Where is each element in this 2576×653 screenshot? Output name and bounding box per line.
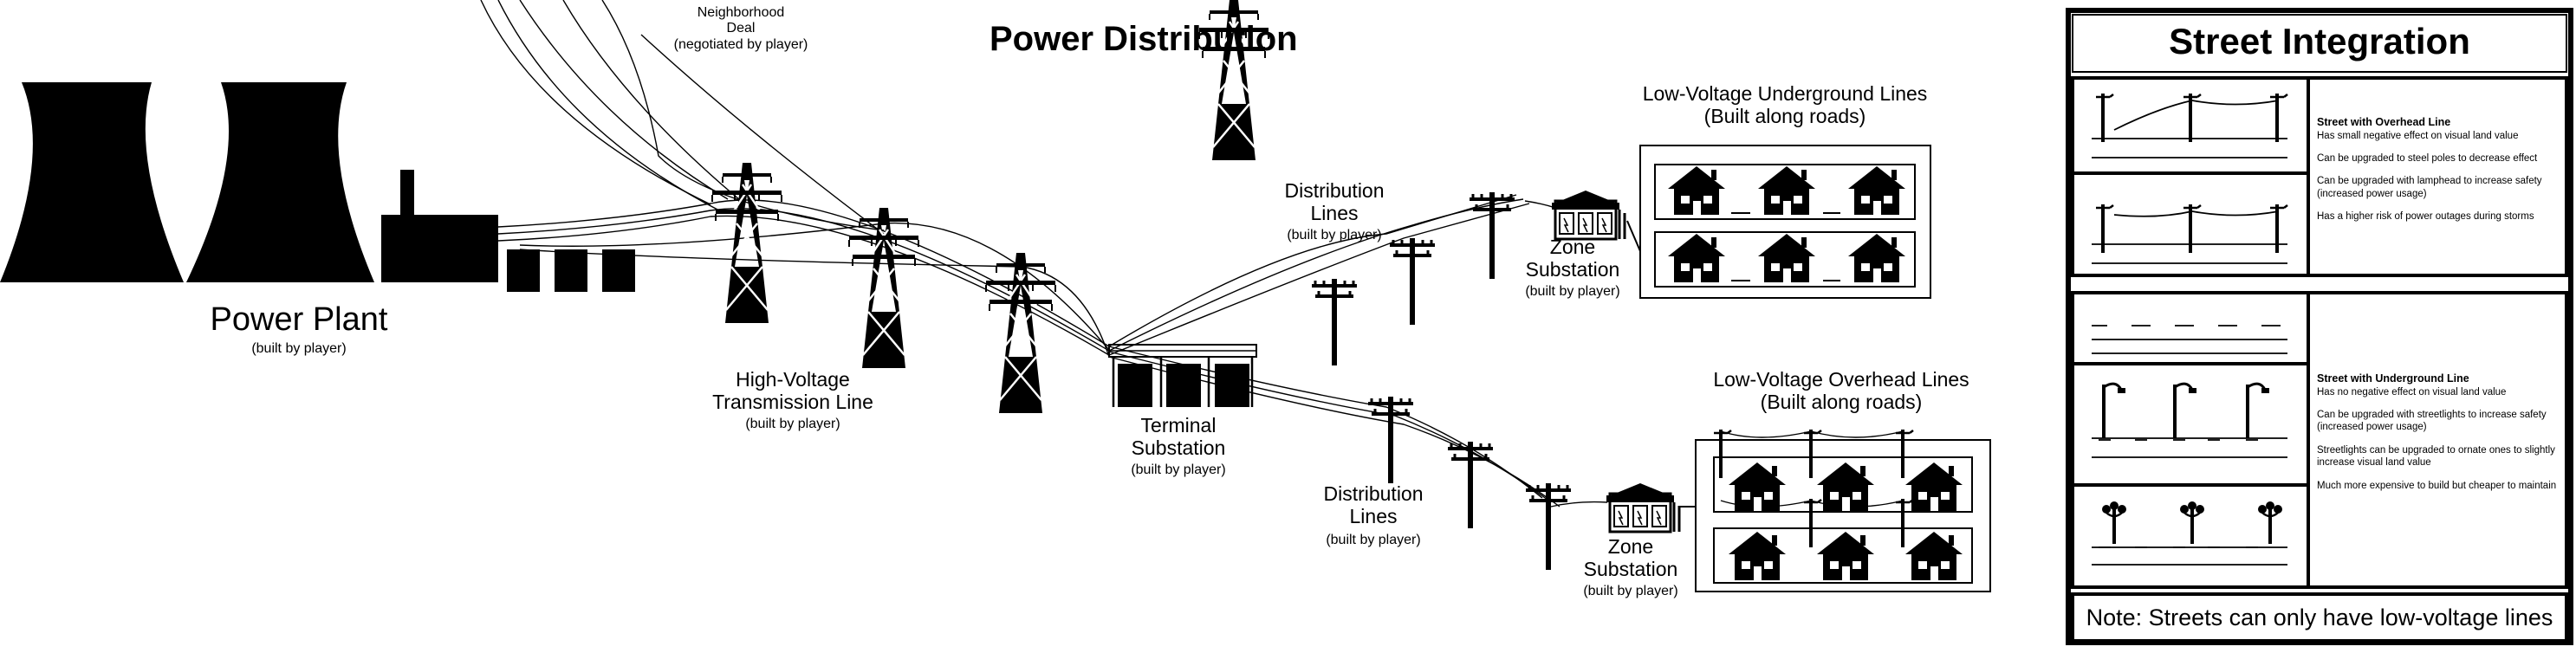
transmission-wires	[480, 0, 1608, 508]
house-icon	[1905, 462, 1963, 511]
underground-heading: Street with Underground Line	[2317, 372, 2469, 385]
house-icon	[1758, 166, 1815, 215]
utility-pole-icon	[1366, 395, 1415, 485]
cooling-tower-icon	[0, 82, 184, 282]
neighborhood-deal-label: Neighborhood Deal (negotiated by player)	[673, 5, 808, 52]
overhead-neighborhood	[1678, 430, 1991, 592]
house-icon	[1729, 532, 1786, 580]
hv-line-sub: (built by player)	[745, 417, 840, 431]
house-icon	[1817, 462, 1874, 511]
zone-substation-top-sub: (built by player)	[1525, 284, 1620, 299]
utility-pole-icon	[1802, 497, 1823, 549]
street-integration-panel	[2066, 8, 2573, 645]
transmission-tower-icon	[847, 206, 920, 370]
lv-overhead-label: Low-Voltage Overhead Lines (Built along …	[1713, 368, 1969, 414]
terminal-substation-sub: (built by player)	[1131, 462, 1226, 477]
distribution-lines-top-sub: (built by player)	[1287, 228, 1382, 242]
terminal-substation-label: Terminal Substation	[1131, 414, 1226, 460]
house-icon	[1817, 532, 1874, 580]
utility-pole-icon	[1310, 277, 1359, 367]
lv-underground-label: Low-Voltage Underground Lines (Built alo…	[1642, 82, 1928, 128]
utility-pole-icon	[1712, 428, 1733, 480]
underground-point: Has no negative effect on visual land va…	[2317, 386, 2507, 398]
hv-line-label: High-Voltage Transmission Line	[712, 368, 873, 414]
factory-icon	[381, 170, 498, 282]
distribution-lines-bottom-sub: (built by player)	[1326, 533, 1421, 547]
distribution-lines-top-label: Distribution Lines	[1284, 179, 1385, 225]
street-road-lines	[2092, 100, 2287, 566]
underground-description: Street with Underground Line Has no nega…	[2317, 372, 2564, 492]
zone-substation-bottom-sub: (built by player)	[1583, 584, 1678, 598]
distribution-lines-bottom-label: Distribution Lines	[1323, 482, 1424, 528]
power-plant-sub: (built by player)	[251, 341, 347, 356]
transmission-tower-icon	[984, 251, 1057, 415]
house-icon	[1729, 462, 1786, 511]
underground-point: Much more expensive to build but cheaper…	[2317, 480, 2557, 491]
house-icon	[1848, 166, 1905, 215]
diagram-title: Power Distribution	[990, 20, 1298, 58]
house-icon	[1758, 234, 1815, 282]
zone-substation-top-label: Zone Substation	[1525, 236, 1620, 281]
overhead-point: Has a higher risk of power outages durin…	[2317, 211, 2534, 223]
overhead-description: Street with Overhead Line Has small nega…	[2317, 116, 2564, 223]
overhead-point: Can be upgraded to steel poles to decrea…	[2317, 153, 2538, 164]
panel-note: Note: Streets can only have low-voltage …	[2086, 605, 2553, 630]
panel-title: Street Integration	[2169, 21, 2470, 61]
utility-pole-icon	[1446, 440, 1495, 530]
power-plant-label: Power Plant	[210, 301, 388, 338]
underground-point: Streetlights can be upgraded to ornate o…	[2317, 444, 2555, 469]
transmission-tower-icon	[711, 161, 783, 325]
overhead-point: Has small negative effect on visual land…	[2317, 130, 2519, 141]
underground-point: Can be upgraded with streetlights to inc…	[2317, 410, 2547, 433]
overhead-heading: Street with Overhead Line	[2317, 116, 2451, 128]
utility-pole-icon	[1894, 428, 1915, 480]
overhead-point: Can be upgraded with lamphead to increas…	[2317, 176, 2542, 199]
substation-icon	[1108, 344, 1257, 407]
utility-pole-icon	[1802, 428, 1823, 480]
transformer-icon	[507, 249, 635, 292]
zone-substation-bottom-label: Zone Substation	[1583, 535, 1678, 581]
utility-pole-icon	[1894, 497, 1915, 549]
cooling-tower-icon	[186, 82, 374, 282]
house-icon	[1668, 166, 1725, 215]
substation-icon	[1550, 189, 1626, 241]
house-icon	[1905, 532, 1963, 580]
substation-icon	[1605, 482, 1681, 533]
utility-pole-icon	[1388, 236, 1437, 326]
house-icon	[1668, 234, 1725, 282]
house-icon	[1848, 234, 1905, 282]
